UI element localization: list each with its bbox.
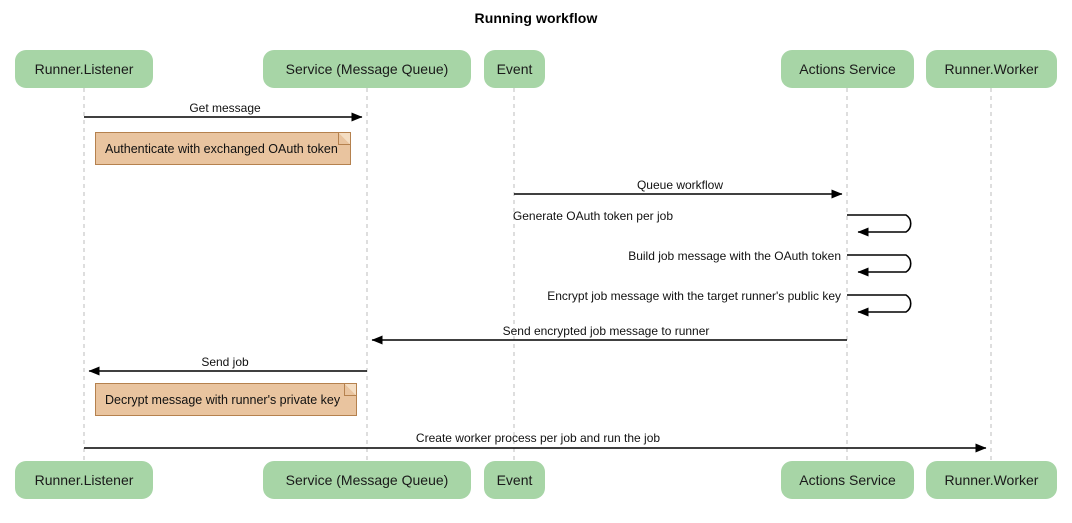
note-decrypt-with-private-key: Decrypt message with runner's private ke… bbox=[95, 383, 357, 416]
participant-footer-service-message-queue[interactable]: Service (Message Queue) bbox=[263, 461, 471, 499]
participant-label: Event bbox=[496, 472, 533, 488]
message-arrows bbox=[84, 112, 987, 453]
participant-label: Service (Message Queue) bbox=[285, 472, 449, 488]
participant-footer-event[interactable]: Event bbox=[484, 461, 545, 499]
message-label-queue-workflow: Queue workflow bbox=[636, 178, 724, 192]
participant-label: Event bbox=[496, 61, 533, 77]
message-label-encrypt-job-message: Encrypt job message with the target runn… bbox=[547, 289, 841, 303]
note-fold-corner-icon bbox=[338, 133, 350, 145]
message-label-build-job-message: Build job message with the OAuth token bbox=[628, 249, 841, 263]
note-text: Decrypt message with runner's private ke… bbox=[105, 392, 341, 407]
lifelines bbox=[83, 88, 992, 461]
arrow-generate-oauth-token bbox=[847, 214, 912, 237]
arrow-build-job-message bbox=[847, 254, 912, 277]
participant-label: Actions Service bbox=[799, 472, 896, 488]
message-label-get-message: Get message bbox=[189, 101, 261, 115]
arrow-encrypt-job-message bbox=[847, 294, 912, 317]
message-label-create-worker-process: Create worker process per job and run th… bbox=[415, 431, 661, 445]
participant-label: Runner.Listener bbox=[34, 472, 134, 488]
participant-label: Runner.Listener bbox=[34, 61, 134, 77]
participant-footer-actions-service[interactable]: Actions Service bbox=[781, 461, 914, 499]
message-label-send-encrypted-job-message: Send encrypted job message to runner bbox=[502, 324, 710, 338]
note-authenticate-with-oauth-token: Authenticate with exchanged OAuth token bbox=[95, 132, 351, 165]
participant-label: Actions Service bbox=[799, 61, 896, 77]
participant-header-runner-worker[interactable]: Runner.Worker bbox=[926, 50, 1057, 88]
message-label-generate-oauth-token: Generate OAuth token per job bbox=[512, 209, 673, 223]
participant-header-event[interactable]: Event bbox=[484, 50, 545, 88]
note-fold-corner-icon bbox=[344, 384, 356, 396]
message-label-send-job: Send job bbox=[201, 355, 249, 369]
participant-footer-runner-worker[interactable]: Runner.Worker bbox=[926, 461, 1057, 499]
participant-label: Runner.Worker bbox=[944, 472, 1039, 488]
page-title: Running workflow bbox=[474, 10, 598, 26]
participant-header-actions-service[interactable]: Actions Service bbox=[781, 50, 914, 88]
participant-label: Runner.Worker bbox=[944, 61, 1039, 77]
note-text: Authenticate with exchanged OAuth token bbox=[105, 141, 338, 156]
participant-label: Service (Message Queue) bbox=[285, 61, 449, 77]
participant-header-service-message-queue[interactable]: Service (Message Queue) bbox=[263, 50, 471, 88]
participant-header-runner-listener[interactable]: Runner.Listener bbox=[15, 50, 153, 88]
participant-footer-runner-listener[interactable]: Runner.Listener bbox=[15, 461, 153, 499]
